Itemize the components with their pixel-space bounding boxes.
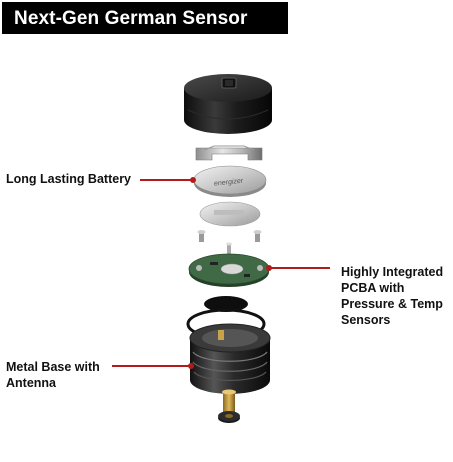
battery: energizer	[193, 165, 267, 197]
pcba-label-line2: PCBA with	[341, 281, 405, 295]
callout-battery	[140, 177, 196, 183]
pcba-label-line1: Highly Integrated	[341, 265, 444, 279]
callout-base	[112, 363, 194, 369]
base-label-line2: Antenna	[6, 376, 56, 390]
callout-pcba	[266, 265, 330, 271]
battery-label: Long Lasting Battery	[6, 172, 132, 186]
base-label: Metal Base with Antenna	[6, 359, 116, 391]
title-banner: Next-Gen German Sensor	[2, 2, 288, 34]
pcba-label: Highly Integrated PCBA with Pressure & T…	[341, 264, 451, 328]
valve-stem	[218, 389, 240, 423]
battery-clip	[195, 145, 263, 161]
pcba-board	[188, 253, 270, 287]
battery-brand-text: energizer	[214, 178, 244, 188]
base-label-line1: Metal Base with	[6, 360, 100, 374]
contact-plate	[199, 201, 261, 227]
sensor-cap	[184, 74, 272, 134]
screws	[197, 230, 262, 256]
page-title: Next-Gen German Sensor	[14, 8, 248, 29]
pcba-label-line3: Pressure & Temp	[341, 297, 443, 311]
metal-base	[189, 323, 271, 394]
pcba-label-line4: Sensors	[341, 313, 391, 327]
